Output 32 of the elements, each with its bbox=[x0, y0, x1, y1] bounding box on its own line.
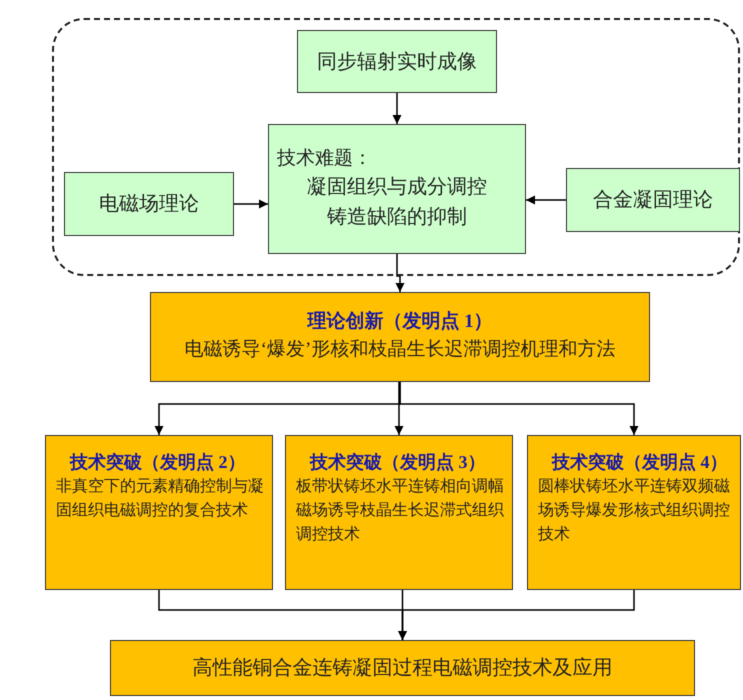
heading-text: 技术突破（发明点 2） bbox=[70, 451, 246, 474]
heading-text: 理论创新（发明点 1） bbox=[307, 310, 493, 334]
arrow bbox=[526, 196, 566, 204]
node-label: 同步辐射实时成像 bbox=[317, 50, 477, 74]
arrow bbox=[394, 382, 404, 435]
problem-text: 铸造缺陷的抑制 bbox=[327, 205, 467, 230]
heading-text: 技术突破（发明点 4） bbox=[552, 451, 728, 474]
arrow bbox=[398, 590, 635, 640]
breakthrough-box bbox=[285, 435, 513, 590]
problem-text: 凝固组织与成分调控 bbox=[307, 175, 487, 200]
input-box bbox=[297, 30, 497, 93]
dashed-group-frame bbox=[52, 18, 740, 276]
node-label: 合金凝固理论 bbox=[593, 188, 713, 213]
input-box bbox=[64, 172, 234, 236]
description-text: 非真空下的元素精确控制与凝固组织电磁调控的复合技术 bbox=[56, 476, 265, 522]
problem-box bbox=[268, 124, 526, 254]
arrow bbox=[234, 200, 268, 208]
input-box bbox=[566, 168, 740, 232]
arrow bbox=[396, 254, 404, 292]
heading-text: 技术突破（发明点 3） bbox=[310, 451, 486, 474]
result-box bbox=[110, 640, 695, 696]
theory-box bbox=[150, 292, 650, 382]
description-text: 电磁诱导‘爆发’形核和枝晶生长迟滞调控机理和方法 bbox=[184, 338, 616, 362]
breakthrough-box bbox=[45, 435, 273, 590]
description-text: 圆棒状铸坯水平连铸双频磁场诱导爆发形核式组织调控技术 bbox=[538, 476, 731, 546]
description-text: 板带状铸坯水平连铸相向调幅磁场诱导枝晶生长迟滞式组织调控技术 bbox=[296, 476, 505, 546]
arrow bbox=[392, 93, 402, 124]
node-label: 电磁场理论 bbox=[99, 192, 199, 217]
arrow bbox=[399, 382, 638, 435]
breakthrough-box bbox=[527, 435, 741, 590]
heading-text: 技术难题： bbox=[277, 146, 372, 171]
node-label: 高性能铜合金连铸凝固过程电磁调控技术及应用 bbox=[192, 656, 612, 681]
